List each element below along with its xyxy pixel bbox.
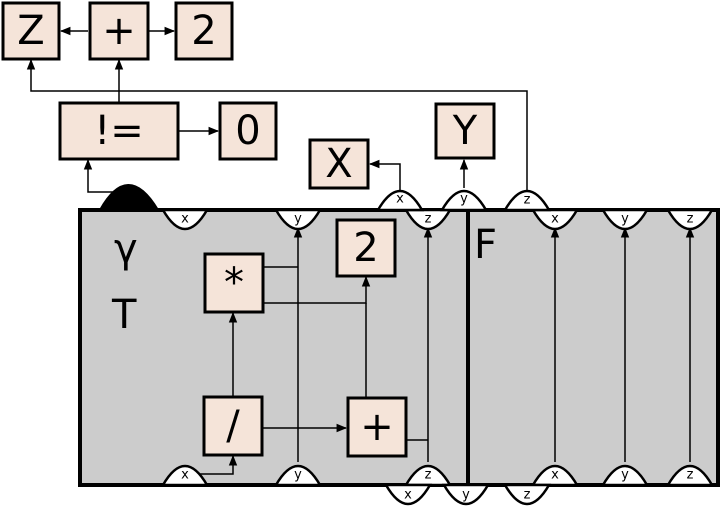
- node-x-out: X: [308, 138, 370, 190]
- port-right-top-y: y: [600, 208, 650, 231]
- node-neq: !=: [58, 101, 180, 161]
- svg-text:/: /: [226, 403, 240, 449]
- port-right-bottom-z: z: [665, 464, 715, 487]
- svg-text:z: z: [425, 212, 432, 227]
- svg-text:x: x: [396, 192, 404, 207]
- node-y-out: Y: [434, 102, 496, 160]
- svg-text:*: *: [224, 260, 244, 306]
- port-right-top-x: x: [530, 208, 580, 231]
- svg-text:z: z: [524, 488, 531, 503]
- node-plus-inner: +: [346, 396, 408, 458]
- svg-text:z: z: [524, 193, 531, 208]
- port-outer-top-y: y: [439, 189, 489, 212]
- svg-text:x: x: [404, 488, 412, 503]
- svg-text:2: 2: [191, 8, 216, 54]
- panel-label-f: F: [474, 222, 497, 268]
- svg-text:y: y: [460, 192, 468, 207]
- svg-text:+: +: [102, 8, 136, 54]
- svg-text:y: y: [294, 468, 302, 483]
- port-outer-bottom-x: x: [383, 483, 433, 506]
- svg-text:y: y: [621, 212, 629, 227]
- wire-x-to-xout: [368, 159, 401, 190]
- node-two-top: 2: [174, 1, 234, 61]
- condition-port-hump: [98, 184, 160, 211]
- svg-text:x: x: [181, 468, 189, 483]
- node-two-inner: 2: [335, 218, 397, 278]
- node-plus-top: +: [88, 1, 150, 61]
- panel-left: [78, 208, 470, 487]
- svg-text:z: z: [687, 212, 694, 227]
- wire-hump-to-neq: [83, 158, 128, 193]
- node-zero: 0: [218, 101, 278, 161]
- svg-text:0: 0: [235, 108, 260, 154]
- svg-text:y: y: [294, 212, 302, 227]
- svg-text:x: x: [551, 468, 559, 483]
- svg-text:y: y: [621, 468, 629, 483]
- svg-text:x: x: [181, 212, 189, 227]
- port-right-bottom-x: x: [530, 464, 580, 487]
- svg-text:Y: Y: [452, 108, 478, 154]
- port-left-bottom-y: y: [273, 464, 323, 487]
- port-outer-bottom-z: z: [502, 483, 552, 506]
- node-div: /: [202, 395, 264, 457]
- svg-text:z: z: [425, 468, 432, 483]
- port-outer-bottom-y: y: [441, 483, 491, 506]
- panel-label-t: T: [111, 292, 137, 338]
- port-outer-top-x: x: [375, 189, 425, 212]
- port-right-bottom-y: y: [600, 464, 650, 487]
- panel-right: [466, 208, 720, 487]
- port-left-top-x: x: [160, 208, 210, 231]
- svg-text:+: +: [360, 404, 394, 450]
- port-left-top-y: y: [273, 208, 323, 231]
- svg-text:z: z: [687, 468, 694, 483]
- svg-text:y: y: [462, 488, 470, 503]
- node-z-out: Z: [1, 1, 61, 61]
- node-mul: *: [203, 252, 265, 314]
- port-left-bottom-x: x: [160, 464, 210, 487]
- wire-z-to-zout: [26, 58, 528, 190]
- panel-label-gamma: γ: [114, 226, 138, 272]
- svg-text:x: x: [551, 212, 559, 227]
- svg-text:Z: Z: [17, 8, 44, 54]
- svg-text:2: 2: [353, 225, 378, 271]
- svg-text:X: X: [325, 141, 352, 187]
- svg-text:!=: !=: [94, 108, 144, 154]
- port-right-top-z: z: [665, 208, 715, 231]
- port-outer-top-z: z: [502, 189, 552, 212]
